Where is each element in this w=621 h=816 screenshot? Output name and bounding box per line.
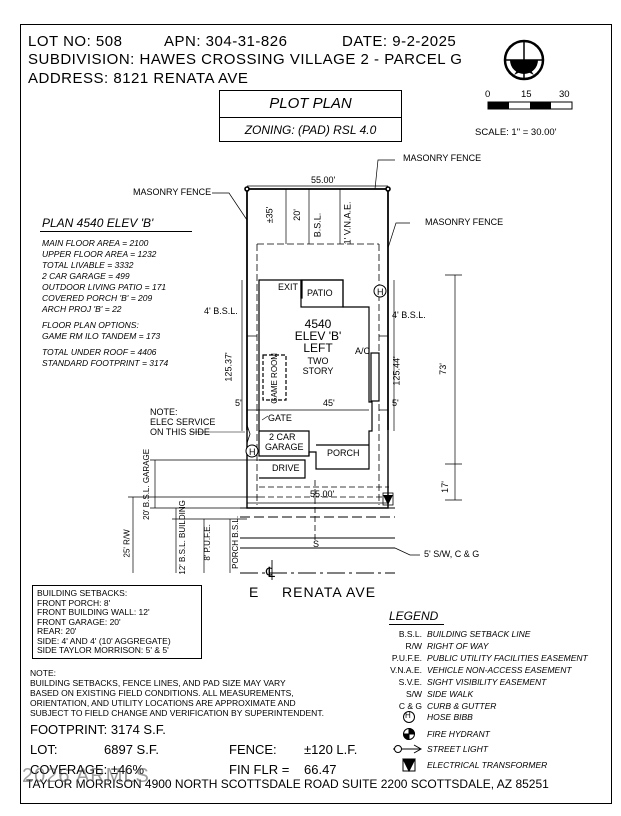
- footer-address: TAYLOR MORRISON 4900 NORTH SCOTTSDALE RO…: [26, 777, 549, 791]
- plan-title: PLAN 4540 ELEV 'B': [40, 216, 192, 232]
- date: DATE: 9-2-2025: [342, 33, 457, 50]
- rear-35-dimension: ±35': [264, 206, 275, 224]
- rw-25-label: 25' R/W: [122, 529, 132, 558]
- house-plan-number: 4540: [304, 317, 332, 331]
- apn: APN: 304-31-826: [164, 33, 288, 50]
- rear-bsl-label: B.S.L.: [312, 212, 323, 238]
- bottom-width-dimension: 55.00': [310, 489, 335, 499]
- scale-bar: [487, 101, 573, 110]
- sidewalk-label: 5' S/W, C & G: [424, 549, 480, 559]
- fire-hydrant-legend: FIRE HYDRANT: [427, 729, 490, 739]
- top-width-dimension: 55.00': [311, 175, 336, 185]
- scale-label: SCALE: 1" = 30.00': [475, 127, 557, 138]
- lot-number: LOT NO: 508: [28, 33, 123, 50]
- masonry-fence-top-label: MASONRY FENCE: [403, 153, 482, 163]
- legend-row: S.V.E.SIGHT VISIBILITY EASEMENT: [398, 677, 547, 687]
- watermark: 2026 ARMLS: [22, 765, 150, 787]
- lot-area-label: LOT:: [30, 742, 58, 757]
- street-direction: E: [249, 584, 259, 600]
- porch-label: PORCH: [327, 448, 360, 458]
- house-label: 4540 ELEV 'B' LEFT TWO STORY: [290, 318, 346, 376]
- scale-tick-15: 15: [521, 89, 532, 100]
- house-elevation: ELEV 'B': [294, 329, 342, 343]
- subdivision: SUBDIVISION: HAWES CROSSING VILLAGE 2 - …: [28, 51, 463, 68]
- house-orientation: LEFT: [303, 341, 333, 355]
- rear-bsl-20: 20': [291, 209, 302, 221]
- dim-17: 17': [439, 481, 450, 493]
- dim-73: 73': [437, 363, 448, 375]
- svg-text:H: H: [377, 287, 384, 297]
- porch-bsl-label: PORCH B.S.L.: [231, 515, 241, 569]
- pufe-8-label: 8' P.U.F.E.: [202, 524, 212, 561]
- street-name: RENATA AVE: [282, 584, 377, 600]
- hose-bibb-icon: [245, 284, 387, 458]
- left-side-5: 5': [235, 398, 242, 408]
- footprint-stat: FOOTPRINT: 3174 S.F.: [30, 722, 166, 737]
- address: ADDRESS: 8121 RENATA AVE: [28, 70, 249, 87]
- scale-tick-0: 0: [485, 89, 491, 100]
- elec-note: NOTE: ELEC SERVICE ON THIS SIDE: [150, 407, 216, 437]
- svg-text:H: H: [249, 447, 256, 457]
- general-note: NOTE: BUILDING SETBACKS, FENCE LINES, AN…: [30, 668, 324, 718]
- left-side-bsl: 4' B.S.L.: [204, 306, 238, 316]
- right-side-5: 5': [392, 398, 399, 408]
- house-stories-2: STORY: [302, 366, 334, 376]
- plan-areas: MAIN FLOOR AREA = 2100 UPPER FLOOR AREA …: [42, 238, 169, 368]
- game-room-label: GAME ROOM: [269, 353, 279, 404]
- centerline-icon: ℄: [266, 564, 275, 580]
- bsl-12-building-label: 12' B.S.L. BUILDING: [177, 500, 187, 575]
- street-light-legend: STREET LIGHT: [427, 744, 488, 754]
- drive-label: DRIVE: [272, 463, 300, 473]
- zoning-label: ZONING: (PAD) RSL 4.0: [244, 123, 377, 137]
- fin-floor-value: 66.47: [304, 762, 337, 777]
- left-depth-dimension: 125.37': [223, 352, 234, 382]
- electrical-transformer-icon: [383, 495, 393, 505]
- fin-floor-label: FIN FLR =: [229, 762, 290, 777]
- house-footprint: [258, 279, 380, 479]
- hose-bibb-legend: HOSE BIBB: [427, 712, 473, 722]
- north-arrow-icon: [503, 39, 545, 81]
- dimension-lines: [128, 185, 462, 573]
- garage-line2: GARAGE: [265, 442, 304, 452]
- exit-label: EXIT: [278, 282, 299, 292]
- gate-label: GATE: [268, 413, 292, 423]
- right-depth-dimension: 125.44': [391, 356, 402, 386]
- coverage-stat: COVERAGE: ±46%: [30, 762, 145, 777]
- building-setbacks-box: BUILDING SETBACKS: FRONT PORCH: 8' FRONT…: [32, 585, 202, 659]
- bsl-20-garage-label: 20' B.S.L. GARAGE: [142, 448, 152, 520]
- legend-title: LEGEND: [389, 609, 445, 625]
- fence-value: ±120 L.F.: [304, 742, 358, 757]
- garage-line1: 2 CAR: [269, 432, 296, 442]
- vnae-label: 1' V.N.A.E.: [342, 201, 353, 245]
- plot-plan-title: PLOT PLAN: [220, 91, 401, 118]
- sidewalk-curb: [240, 507, 395, 549]
- masonry-fence-lines: [244, 186, 391, 430]
- legend-symbols: [393, 711, 423, 773]
- lot-area-value: 6897 S.F.: [104, 742, 159, 757]
- street-light-mark: S: [313, 539, 320, 549]
- house-stories-1: TWO: [307, 356, 329, 366]
- legend-row: P.U.F.E.PUBLIC UTILITY FACILITIES EASEME…: [391, 653, 588, 663]
- legend-hose-bibb-symbol: H: [405, 711, 411, 720]
- title-box: PLOT PLAN ZONING: (PAD) RSL 4.0: [219, 90, 402, 142]
- masonry-fence-left-label: MASONRY FENCE: [133, 187, 212, 197]
- fence-label: FENCE:: [229, 742, 277, 757]
- ac-label: A/C: [355, 346, 371, 356]
- legend-row: B.S.L.BUILDING SETBACK LINE: [398, 629, 531, 639]
- scale-tick-30: 30: [559, 89, 570, 100]
- sheet-border: [20, 24, 612, 804]
- patio-label: PATIO: [307, 288, 333, 298]
- house-width-dimension: 45': [323, 398, 335, 408]
- masonry-fence-right-label: MASONRY FENCE: [425, 217, 504, 227]
- right-side-bsl: 4' B.S.L.: [392, 310, 426, 320]
- electrical-transformer-legend: ELECTRICAL TRANSFORMER: [427, 760, 548, 770]
- legend-row: V.N.A.E.VEHICLE NON-ACCESS EASEMENT: [390, 665, 572, 675]
